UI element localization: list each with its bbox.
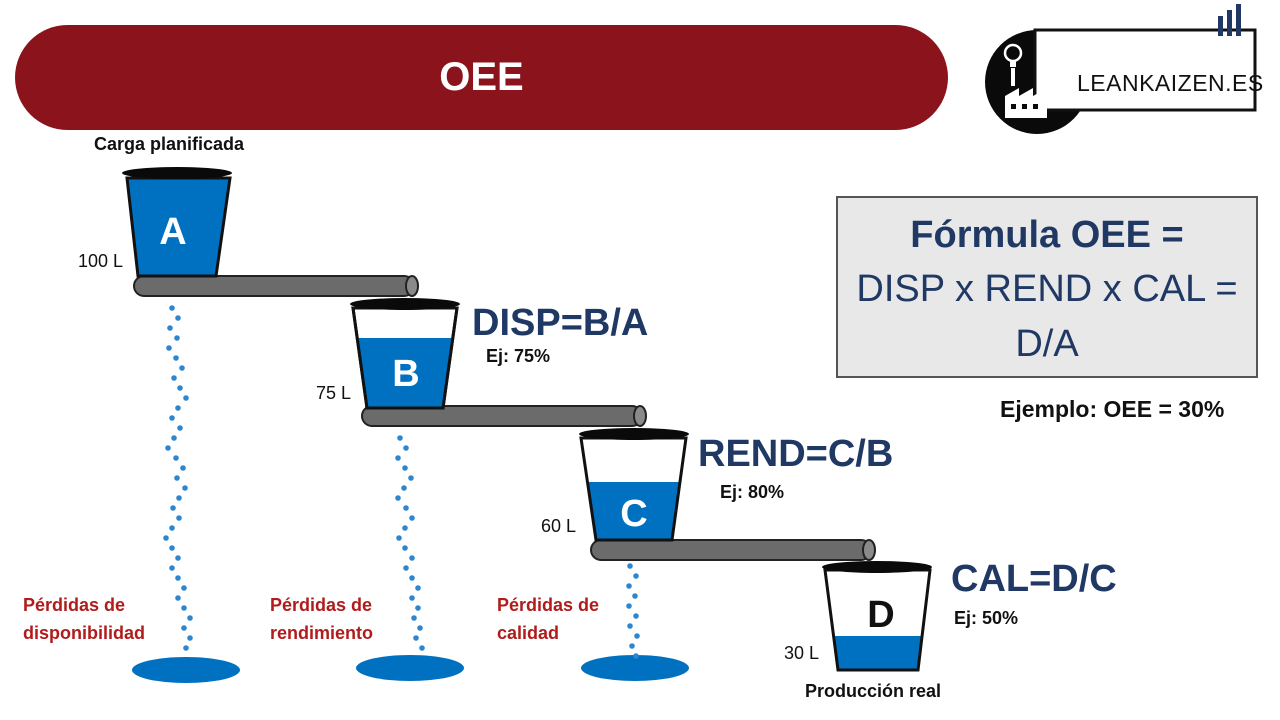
title-banner: OEE [15,25,948,130]
puddle-3 [581,655,689,681]
volume-a: 100 L [78,251,124,271]
planned-load-caption: Carga planificada [94,134,245,154]
pipe-1 [133,275,419,297]
rend-formula: REND=C/B [698,433,894,475]
loss-quality: Pérdidas de calidad [497,595,600,643]
disp-formula: DISP=B/A [472,302,649,344]
pipe-2 [361,405,647,427]
logo [975,0,1265,135]
volume-b: 75 L [316,383,352,403]
bucket-c: C [579,428,689,542]
pipe-3 [590,539,876,561]
page-title: OEE [439,55,524,99]
loss-availability: Pérdidas de disponibilidad [23,595,145,643]
bucket-c-letter: C [620,493,647,535]
formula-line-3: D/A [1015,323,1079,365]
bucket-b-letter: B [392,353,419,395]
drips-performance [395,435,425,651]
formula-line-2: DISP x REND x CAL = [856,268,1238,310]
oee-example: Ejemplo: OEE = 30% [1000,396,1225,422]
bucket-d-letter: D [867,594,894,636]
formula-line-1: Fórmula OEE = [910,214,1184,256]
factory-lightbulb-icon [985,4,1257,134]
bucket-d: D [822,561,932,672]
bucket-a: A [122,167,232,278]
cal-example: Ej: 50% [954,608,1019,628]
volume-c: 60 L [541,516,577,536]
bucket-b: B [350,298,460,410]
volume-d: 30 L [784,643,820,663]
puddle-1 [132,657,240,683]
loss-performance: Pérdidas de rendimiento [270,595,374,643]
rend-example: Ej: 80% [720,482,785,502]
disp-example: Ej: 75% [486,346,551,366]
drips-availability [163,305,193,651]
puddle-2 [356,655,464,681]
cal-formula: CAL=D/C [951,558,1117,600]
real-production-caption: Producción real [805,681,942,701]
bucket-a-letter: A [159,211,186,253]
logo-text: LEANKAIZEN.ES [1077,70,1264,96]
drips-quality [626,563,640,659]
oee-formula-box: Fórmula OEE = DISP x REND x CAL = D/A [836,196,1258,378]
